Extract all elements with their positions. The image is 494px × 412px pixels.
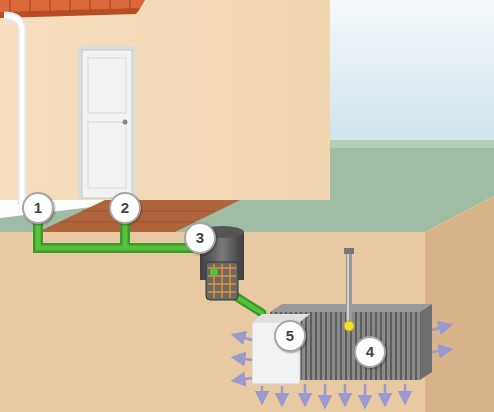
soil-front	[0, 232, 425, 412]
lawn-edge	[330, 140, 494, 148]
callout-number: 5	[274, 320, 306, 352]
infiltration-box	[252, 304, 432, 384]
callout-number: 3	[184, 222, 216, 254]
soil-side	[425, 196, 494, 412]
callout-number: 2	[109, 192, 141, 224]
lawn	[0, 140, 494, 232]
roof	[0, 0, 145, 18]
seepage-arrows	[238, 326, 446, 402]
callout-number: 1	[22, 192, 54, 224]
door	[78, 46, 136, 198]
callout-number: 4	[354, 336, 386, 368]
house-wall	[0, 0, 330, 200]
downpipe	[4, 16, 22, 205]
drain-pipe	[38, 222, 262, 313]
vent-pipe	[344, 248, 354, 331]
